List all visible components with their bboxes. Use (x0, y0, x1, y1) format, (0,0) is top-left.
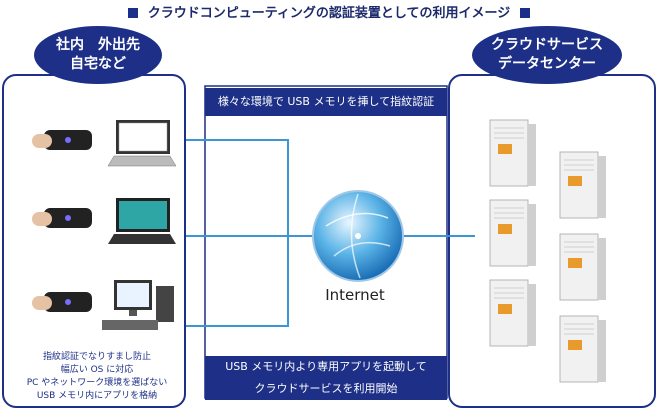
datacenter-panel (448, 74, 656, 408)
client-area-label: 社内 外出先 自宅など (34, 26, 162, 84)
usb-fingerprint-icon (32, 292, 92, 312)
server-icon (559, 315, 606, 383)
link-line-laptop1 (186, 139, 289, 236)
client-label-line1: 社内 外出先 (56, 37, 140, 53)
title-square-left-icon (127, 8, 138, 18)
diagram-title-text: クラウドコンピューティングの認証装置としての利用イメージ (147, 6, 511, 21)
bottom-banner: USB メモリ内より専用アプリを起動して クラウドサービスを利用開始 (205, 356, 447, 400)
datacenter-label-line1: クラウドサービス (491, 37, 603, 53)
laptop-icon (107, 120, 177, 167)
usb-fingerprint-icon (32, 208, 92, 228)
note-3: PC やネットワーク環境を選ばない (26, 378, 168, 388)
internet-globe-icon (312, 190, 404, 282)
note-1: 指紋認証でなりすまし防止 (42, 352, 151, 362)
note-4: USB メモリ内にアプリを格納 (36, 391, 158, 401)
diagram-title: クラウドコンピューティングの認証装置としての利用イメージ (0, 2, 658, 21)
title-square-right-icon (520, 8, 531, 18)
note-2: 幅広い OS に対応 (60, 365, 134, 375)
netbook-icon (108, 198, 176, 244)
top-banner-text: 様々な環境で USB メモリを挿して指紋認証 (217, 95, 435, 108)
datacenter-label: クラウドサービス データセンター (472, 26, 622, 84)
server-icon (489, 119, 536, 187)
link-line-desktop (186, 236, 289, 327)
usb-fingerprint-icon (32, 130, 92, 150)
client-label-line2: 自宅など (70, 56, 126, 72)
server-icon (559, 151, 606, 219)
top-banner: 様々な環境で USB メモリを挿して指紋認証 (205, 88, 447, 116)
server-icon (489, 279, 536, 347)
client-notes: 指紋認証でなりすまし防止 幅広い OS に対応 PC やネットワーク環境を選ばな… (8, 351, 186, 403)
server-icon (489, 199, 536, 267)
internet-label: Internet (325, 286, 385, 304)
server-icon (559, 233, 606, 301)
datacenter-label-line2: データセンター (498, 56, 596, 72)
bottom-banner-line1: USB メモリ内より専用アプリを起動して (225, 360, 427, 373)
desktop-computer-icon (102, 280, 174, 330)
server-racks (489, 119, 606, 383)
bottom-banner-line2: クラウドサービスを利用開始 (254, 382, 398, 395)
